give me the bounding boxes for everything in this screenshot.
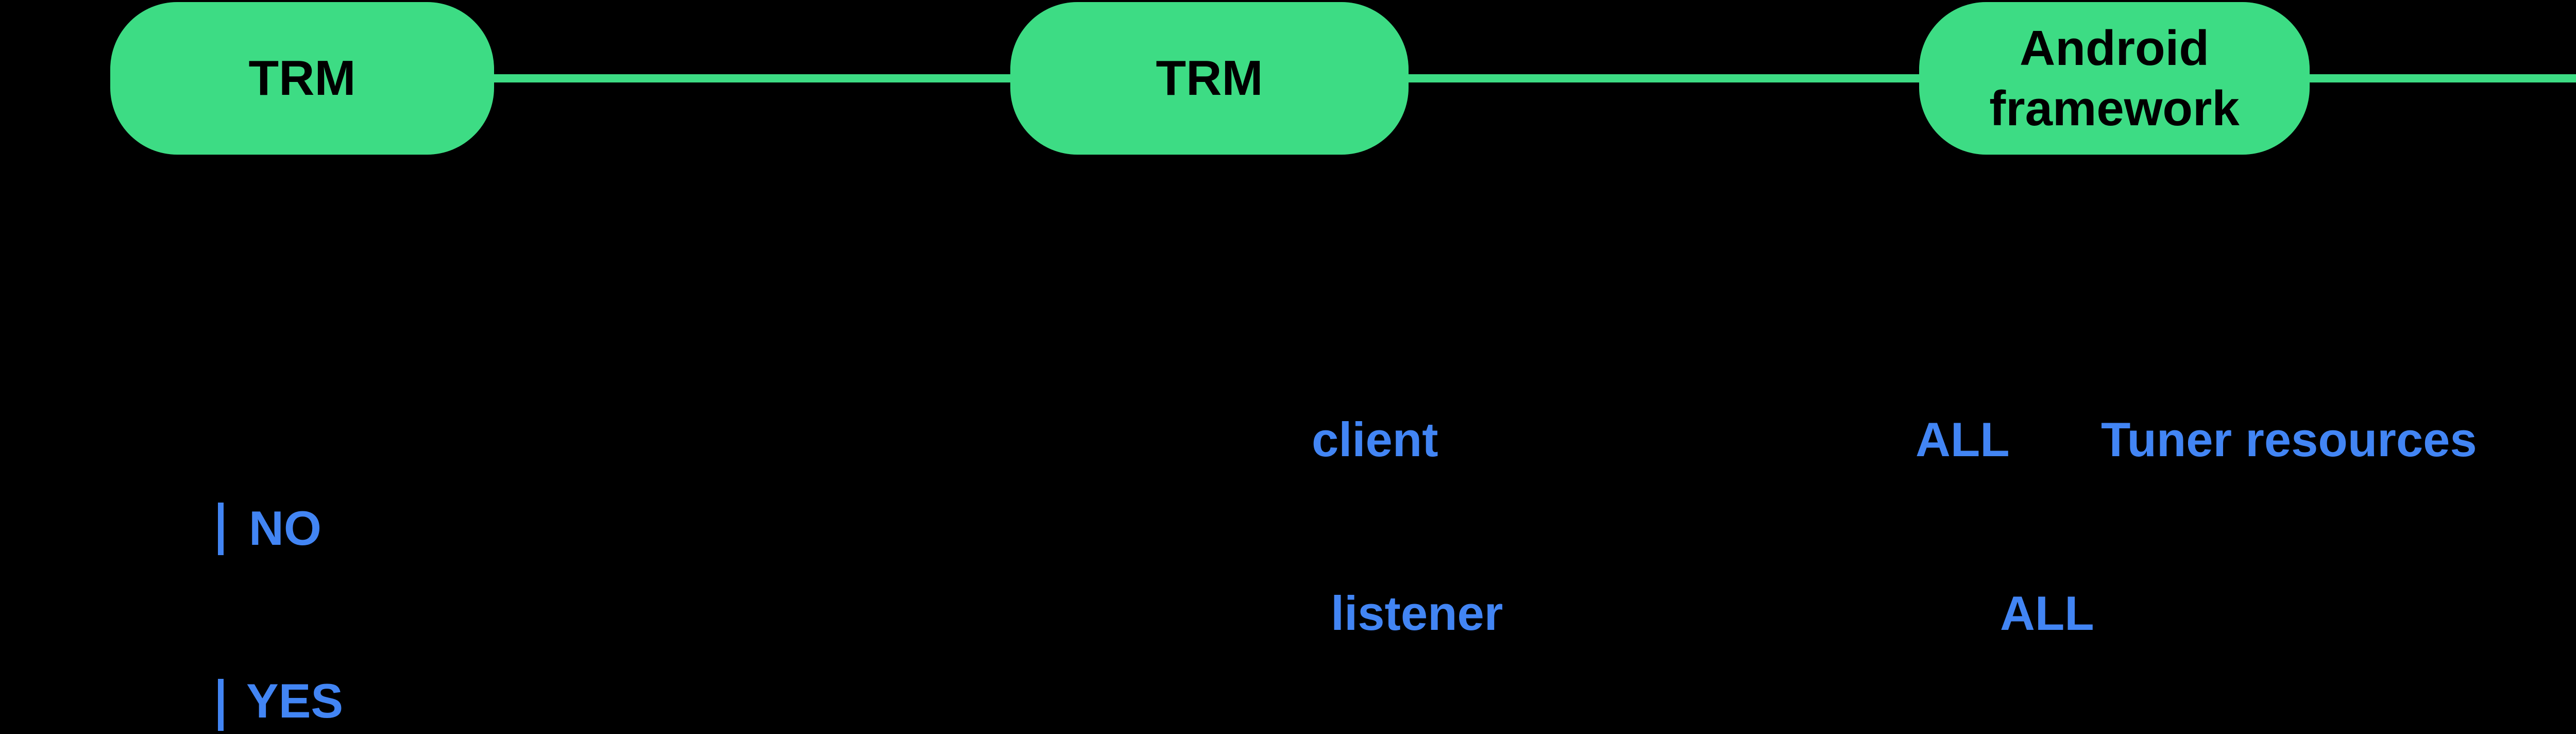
message-label-all-1: ALL — [1916, 412, 2010, 466]
participant-pill-android-framework: Android framework — [1919, 2, 2310, 155]
participant-pill-trm-2: TRM — [1010, 2, 1409, 155]
message-label-all-2: ALL — [2000, 586, 2094, 640]
message-label-client: client — [1312, 412, 1438, 466]
message-label-tuner-resources: Tuner resources — [2101, 412, 2477, 466]
condition-divider-bar-no — [218, 503, 224, 555]
message-label-listener: listener — [1331, 586, 1503, 640]
condition-divider-bar-yes — [218, 679, 224, 731]
condition-label-yes: YES — [246, 674, 344, 728]
participant-pill-trm-1: TRM — [110, 2, 494, 155]
participant-label: Android framework — [1989, 20, 2240, 136]
participant-label: TRM — [248, 51, 356, 106]
participant-label: TRM — [1156, 51, 1263, 106]
condition-label-no: NO — [249, 501, 321, 555]
